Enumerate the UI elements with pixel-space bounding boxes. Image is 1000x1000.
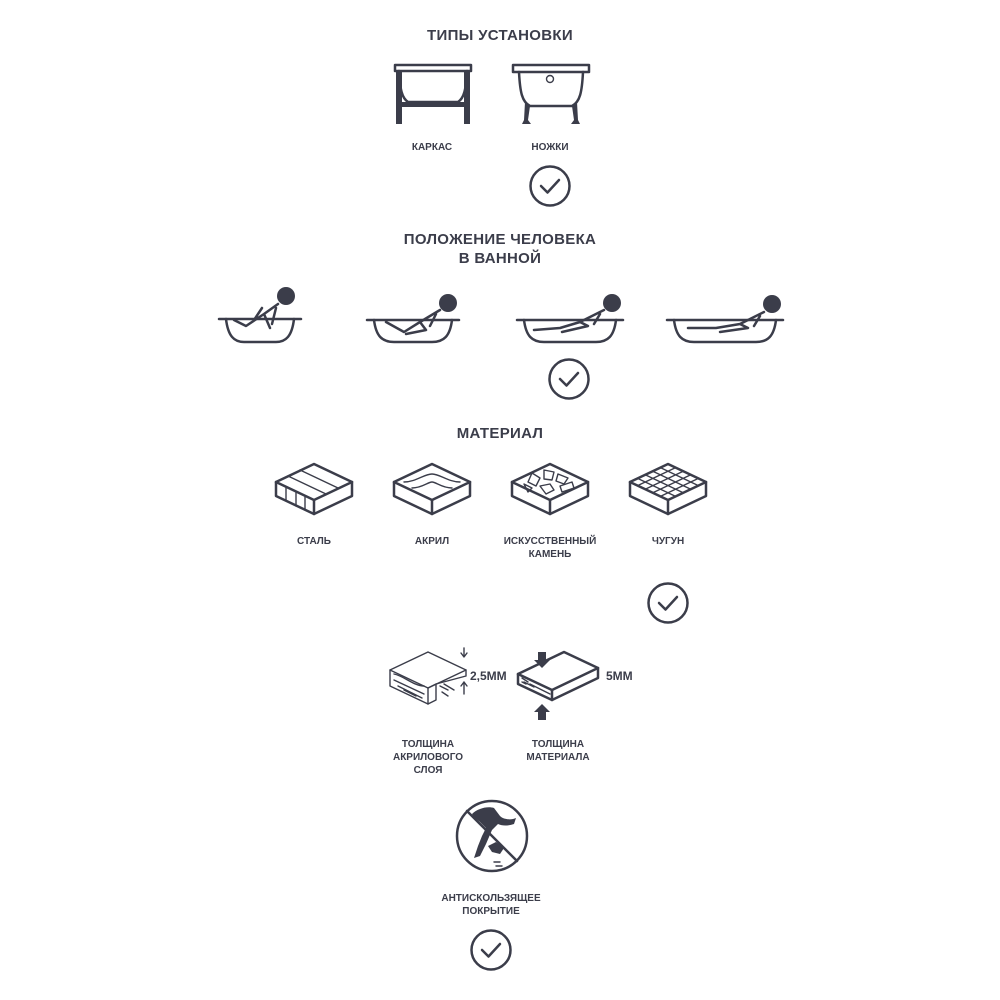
person-reclined-icon[interactable] [515,292,625,348]
acrylic-icon[interactable] [392,460,472,518]
material-thickness-value: 5ММ [606,669,633,683]
position-title-line1: ПОЛОЖЕНИЕ ЧЕЛОВЕКА [403,231,597,248]
label-acrylic: АКРИЛ [414,536,450,547]
anti-slip-icon [455,799,529,873]
label-material-thickness-1: ТОЛЩИНА [531,739,585,750]
check-icon [470,929,512,971]
material-title: МАТЕРИАЛ [456,425,544,442]
cast-iron-icon[interactable] [628,460,708,518]
person-half-reclined-icon[interactable] [365,292,461,348]
label-acrylic-layer-1: ТОЛЩИНА [401,739,455,750]
bathtub-legs-icon[interactable] [510,62,592,128]
check-icon [529,165,571,207]
label-antislip-line1: АНТИСКОЛЬЗЯЩЕЕ [441,893,541,904]
material-thickness-icon [516,650,600,720]
label-stone-line1: ИСКУССТВЕННЫЙ [503,536,597,547]
acrylic-layer-value: 2,5ММ [470,669,507,683]
acrylic-layer-icon [389,647,468,705]
label-steel: СТАЛЬ [297,536,331,547]
person-lying-icon[interactable] [665,292,785,348]
label-cast-iron: ЧУГУН [651,536,685,547]
bathtub-frame-icon[interactable] [392,62,474,128]
check-icon [548,358,590,400]
label-acrylic-layer-2: АКРИЛОВОГО [392,752,464,763]
label-frame: КАРКАС [411,142,453,153]
person-sitting-icon[interactable] [217,284,303,348]
artificial-stone-icon[interactable] [510,460,590,518]
label-stone-line2: КАМЕНЬ [528,549,572,560]
position-title-line2: В ВАННОЙ [458,250,542,267]
label-legs: НОЖКИ [531,142,569,153]
label-antislip-line2: ПОКРЫТИЕ [462,906,520,917]
check-icon [647,582,689,624]
installation-title: ТИПЫ УСТАНОВКИ [427,27,573,44]
label-acrylic-layer-3: СЛОЯ [413,765,443,776]
steel-icon[interactable] [274,460,354,518]
label-material-thickness-2: МАТЕРИАЛА [526,752,590,763]
